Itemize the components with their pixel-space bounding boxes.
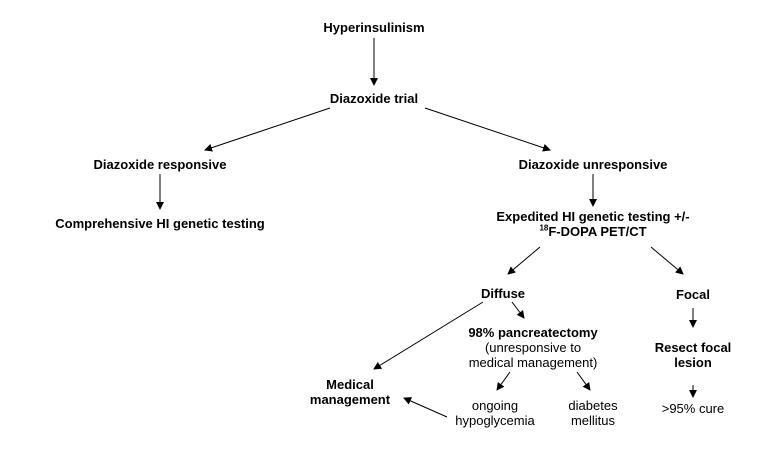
diabetes-line-1: diabetes bbox=[568, 398, 618, 413]
expedited-line-1: Expedited HI genetic testing +/- bbox=[496, 209, 690, 224]
ongoing-line-1: ongoing bbox=[471, 398, 519, 413]
resect-line-1: Resect focal bbox=[654, 340, 732, 355]
node-pancreatectomy: 98% pancreatectomy (unresponsive to medi… bbox=[443, 325, 623, 370]
arrow-trial-to-responsive bbox=[204, 107, 331, 152]
arrow-ongoing-to-medical bbox=[403, 397, 448, 418]
isotope-superscript: 18 bbox=[539, 223, 549, 233]
expedited-line-2-text: F-DOPA PET/CT bbox=[548, 224, 647, 239]
pancreatectomy-note-1: (unresponsive to bbox=[484, 340, 582, 355]
node-focal: Focal bbox=[676, 287, 710, 302]
arrow-pancreatectomy-to-diabetes bbox=[576, 371, 591, 391]
node-ongoing-hypoglycemia: ongoing hypoglycemia bbox=[440, 398, 550, 428]
node-expedited-testing: Expedited HI genetic testing +/- 18F-DOP… bbox=[473, 209, 713, 239]
arrow-expedited-to-focal bbox=[650, 246, 684, 275]
node-diazoxide-trial: Diazoxide trial bbox=[329, 91, 419, 106]
ongoing-line-2: hypoglycemia bbox=[455, 413, 535, 428]
pancreatectomy-note-2: medical management) bbox=[468, 355, 598, 370]
arrow-pancreatectomy-to-ongoing bbox=[496, 371, 511, 391]
medical-line-1: Medical bbox=[326, 377, 374, 392]
pancreatectomy-title: 98% pancreatectomy bbox=[468, 325, 598, 340]
node-cure: >95% cure bbox=[661, 401, 725, 416]
diabetes-line-2: mellitus bbox=[570, 413, 616, 428]
node-medical-management: Medical management bbox=[300, 377, 400, 407]
arrow-expedited-to-diffuse bbox=[507, 246, 541, 275]
arrow-diffuse-to-medical bbox=[373, 301, 484, 370]
node-diazoxide-unresponsive: Diazoxide unresponsive bbox=[518, 157, 668, 172]
resect-line-2: lesion bbox=[674, 355, 712, 370]
arrow-diffuse-to-pancreatectomy bbox=[511, 301, 525, 319]
node-resect-focal-lesion: Resect focal lesion bbox=[633, 340, 753, 370]
expedited-line-2: 18F-DOPA PET/CT bbox=[473, 224, 713, 239]
node-hyperinsulinism: Hyperinsulinism bbox=[323, 20, 425, 35]
node-diabetes-mellitus: diabetes mellitus bbox=[553, 398, 633, 428]
node-comprehensive-testing: Comprehensive HI genetic testing bbox=[55, 216, 265, 231]
medical-line-2: management bbox=[309, 392, 391, 407]
node-diffuse: Diffuse bbox=[480, 286, 526, 301]
arrow-trial-to-unresponsive bbox=[424, 107, 551, 152]
node-diazoxide-responsive: Diazoxide responsive bbox=[93, 157, 227, 172]
